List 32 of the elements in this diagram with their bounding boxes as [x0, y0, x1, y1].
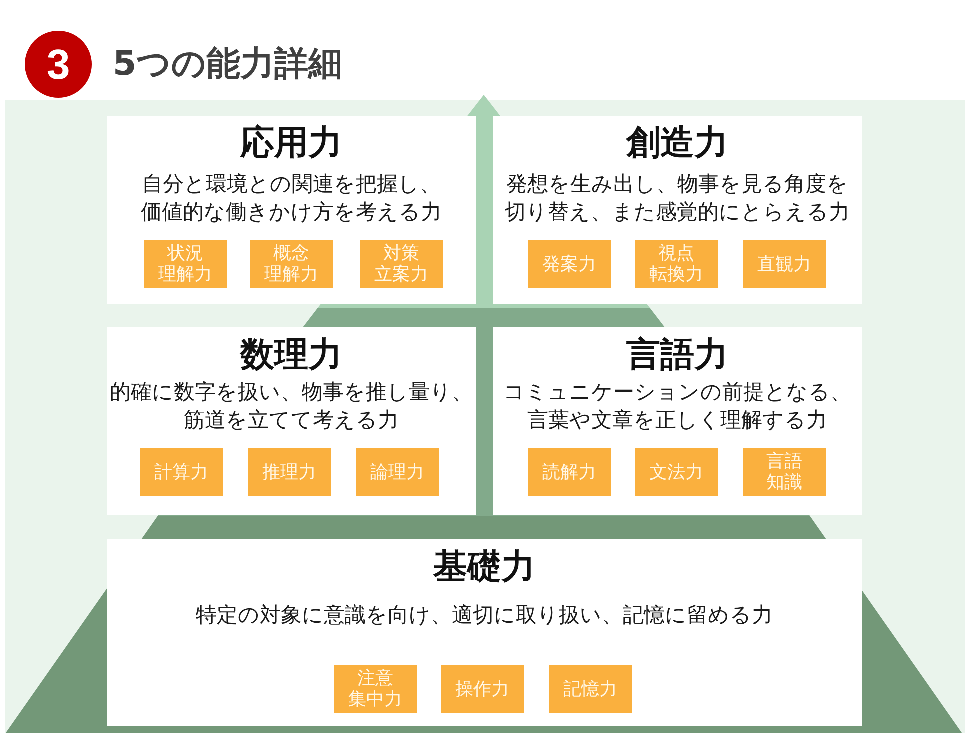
skill-tag: 注意集中力 [334, 665, 417, 713]
description-text: 特定の対象に意識を向け、適切に取り扱い、記憶に留める力 [196, 602, 773, 629]
ability-box [493, 116, 862, 304]
skill-tag: 対策立案力 [360, 240, 443, 288]
skill-tag: 言語知識 [743, 448, 826, 496]
skill-tag: 視点転換力 [635, 240, 718, 288]
ability-box [107, 116, 476, 304]
skill-tag: 記憶力 [549, 665, 632, 713]
skill-tag: 直観力 [743, 240, 826, 288]
ability-box [107, 327, 476, 515]
box-heading: 創造力 [626, 122, 728, 164]
description-text: 発想を生み出し、物事を見る角度を切り替え、また感覚的にとらえる力 [505, 171, 850, 226]
page-title: 5つの能力詳細 [113, 44, 343, 84]
box-heading: 数理力 [240, 334, 342, 376]
skill-tag: 文法力 [635, 448, 718, 496]
description-text: 的確に数字を扱い、物事を推し量り、筋道を立てて考える力 [110, 379, 473, 434]
skill-tag: 計算力 [140, 448, 223, 496]
step-number-circle: 3 [25, 31, 92, 98]
box-heading: 応用力 [240, 122, 342, 164]
skill-tag: 操作力 [441, 665, 524, 713]
ability-box [107, 539, 862, 726]
ability-box [493, 327, 862, 515]
description-text: 自分と環境との関連を把握し、価値的な働きかけ方を考える力 [141, 171, 442, 226]
skill-tag: 発案力 [528, 240, 611, 288]
skill-tag: 状況理解力 [144, 240, 227, 288]
skill-tag: 読解力 [528, 448, 611, 496]
skill-tag: 論理力 [356, 448, 439, 496]
skill-tag: 概念理解力 [250, 240, 333, 288]
skill-tag: 推理力 [248, 448, 331, 496]
box-heading: 言語力 [626, 334, 728, 376]
description-text: コミュニケーションの前提となる、言葉や文章を正しく理解する力 [504, 379, 852, 434]
box-heading: 基礎力 [434, 546, 536, 588]
